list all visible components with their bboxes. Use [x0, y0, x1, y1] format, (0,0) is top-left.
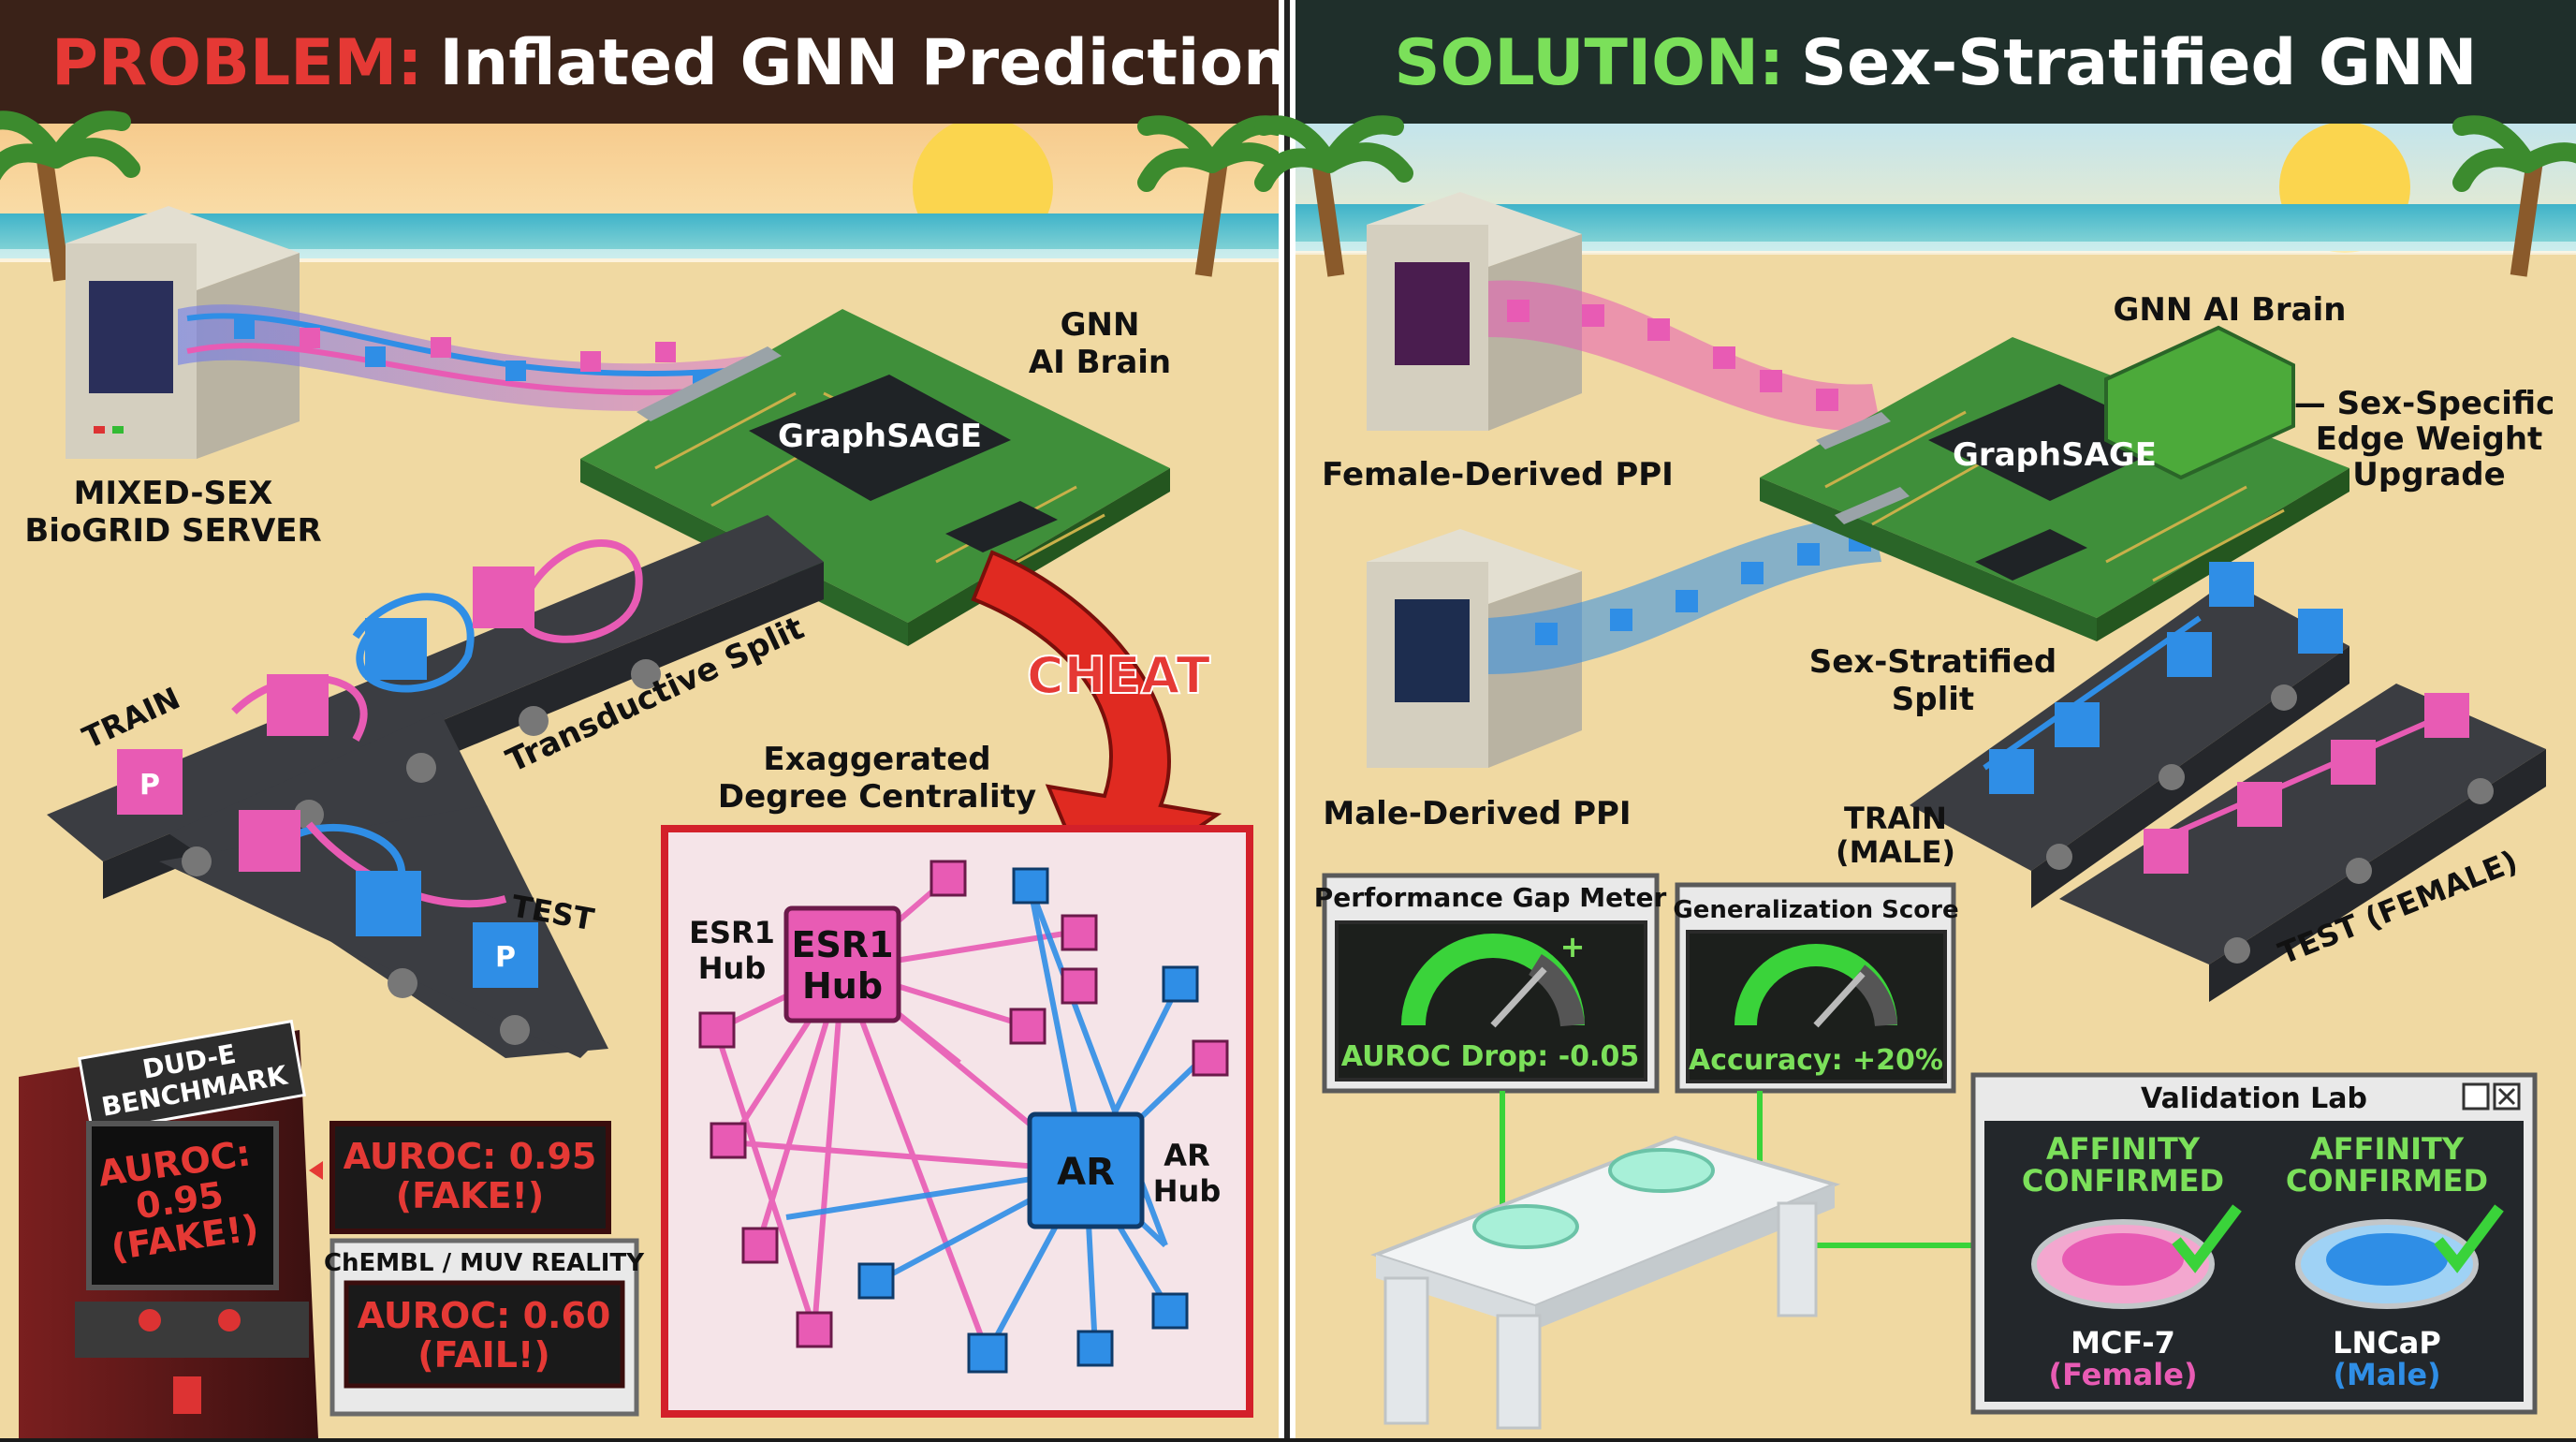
- male-ppi-label: Male-Derived PPI: [1323, 795, 1631, 832]
- gap-value: AUROC Drop: -0.05: [1341, 1040, 1639, 1073]
- svg-text:+: +: [1560, 929, 1586, 964]
- left-title-bar: [0, 0, 1279, 124]
- train-male-label: TRAIN(MALE): [1836, 801, 1955, 870]
- mcf7-label: MCF-7(Female): [2048, 1325, 2197, 1392]
- right-brain-label: GNN AI Brain: [2114, 291, 2347, 329]
- right-panel: SOLUTION:Sex-Stratified GNN Female-Deriv…: [1254, 0, 2576, 1438]
- check-icon: [2172, 1204, 2242, 1273]
- left-title: PROBLEM:Inflated GNN Predictions: [51, 26, 1326, 100]
- right-chip-label: GraphSAGE: [1953, 436, 2157, 474]
- palm-tree-icon: [2452, 115, 2576, 277]
- left-panel: PROBLEM:Inflated GNN Predictions MIXED-S…: [0, 0, 1326, 1438]
- female-ppi-label: Female-Derived PPI: [1322, 456, 1674, 493]
- left-chip-label: GraphSAGE: [778, 418, 982, 455]
- upgrade-module: [2104, 325, 2295, 480]
- svg-text:Generalization Score: Generalization Score: [1673, 896, 1958, 924]
- svg-text:AUROC: 0.95(FAKE!): AUROC: 0.95(FAKE!): [344, 1136, 597, 1216]
- female-stream-nodes: [1507, 300, 1838, 411]
- svg-text:Performance Gap Meter: Performance Gap Meter: [1314, 882, 1667, 913]
- train-male-conveyor: [1910, 562, 2349, 908]
- lncap-label: LNCaP(Male): [2333, 1325, 2441, 1392]
- gnn-brain-board: [580, 309, 1170, 646]
- reality-auroc-box: ChEMBL / MUV REALITY AUROC: 0.60(FAIL!): [324, 1238, 645, 1417]
- gen-value: Accuracy: +20%: [1689, 1044, 1943, 1077]
- close-icon[interactable]: [2493, 1082, 2521, 1111]
- svg-text:AUROC: 0.60(FAIL!): AUROC: 0.60(FAIL!): [358, 1295, 611, 1376]
- cheat-label: CHEAT: [1027, 646, 1210, 705]
- belt-cubes: P P: [117, 566, 538, 988]
- right-title: SOLUTION:Sex-Stratified GNN: [1395, 26, 2478, 100]
- svg-text:Validation Lab: Validation Lab: [2141, 1082, 2367, 1115]
- lab-bench: [1370, 1135, 1841, 1430]
- palm-tree-icon: [0, 110, 140, 282]
- dude-arcade-cabinet: [19, 1019, 318, 1438]
- test-female-conveyor: [2059, 684, 2546, 1002]
- svg-text:ChEMBL / MUV REALITY: ChEMBL / MUV REALITY: [324, 1249, 645, 1277]
- performance-gap-meter: Performance Gap Meter + AUROC Drop: -0.0…: [1314, 873, 1667, 1094]
- right-title-bar: [1295, 0, 2576, 124]
- palm-tree-icon: [1254, 115, 1413, 277]
- sex-stratified-board: [1760, 325, 2349, 641]
- svg-text:P: P: [495, 941, 516, 974]
- generalization-score: Generalization Score Accuracy: +20%: [1673, 882, 1959, 1094]
- minimize-icon[interactable]: [2462, 1082, 2490, 1111]
- svg-text:P: P: [139, 769, 160, 802]
- esr1-box-label: ESR1: [791, 924, 893, 965]
- fake-auroc-box: AUROC: 0.95(FAKE!): [329, 1121, 611, 1234]
- palm-tree-icon: [1137, 115, 1296, 277]
- ar-box-label: AR: [1057, 1151, 1115, 1194]
- check-icon: [2434, 1204, 2504, 1273]
